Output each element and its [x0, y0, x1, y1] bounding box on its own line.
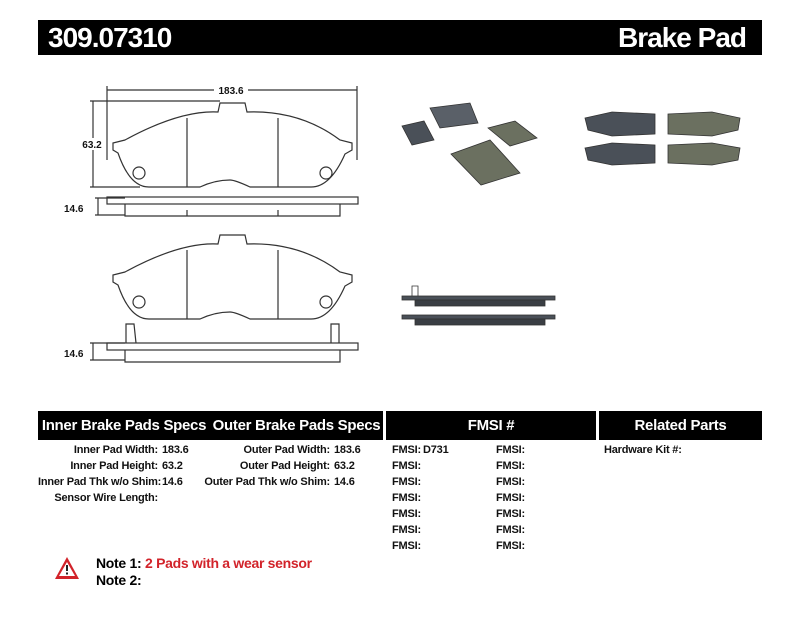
width-dimension: 183.6	[218, 86, 243, 97]
fmsi-value: D731	[423, 444, 449, 456]
outer-spec-value: 183.6	[334, 444, 361, 456]
related-parts-header: Related Parts	[599, 411, 762, 440]
title-bar: 309.07310 Brake Pad	[38, 20, 762, 55]
inner-spec-label: Inner Pad Thk w/o Shim:	[38, 476, 162, 488]
outer-spec-label: Outer Pad Thk w/o Shim:	[204, 476, 330, 488]
fmsi-label: FMSI:	[392, 524, 421, 536]
inner-spec-label: Inner Pad Height:	[70, 460, 158, 472]
inner-pad-side	[106, 196, 359, 205]
technical-drawing: 183.6 63.2 14.6 14.6	[64, 84, 741, 363]
fmsi-label: FMSI:	[392, 540, 421, 552]
height-dimension: 63.2	[82, 140, 102, 151]
note-1-text: 2 Pads with a wear sensor	[145, 555, 312, 571]
outer-spec-label: Outer Pad Width:	[243, 444, 330, 456]
inner-spec-value: 63.2	[162, 460, 183, 472]
related-part-label: Hardware Kit #:	[604, 444, 682, 456]
thickness-dimension-bottom: 14.6	[64, 349, 84, 360]
fmsi-label: FMSI:	[496, 540, 525, 552]
outer-spec-value: 63.2	[334, 460, 355, 472]
fmsi-label: FMSI:	[496, 492, 525, 504]
product-photo-side	[401, 285, 556, 326]
inner-spec-label: Sensor Wire Length:	[54, 492, 158, 504]
fmsi-label: FMSI:	[392, 508, 421, 520]
fmsi-label: FMSI:	[496, 476, 525, 488]
fmsi-label: FMSI:	[392, 476, 421, 488]
fmsi-label: FMSI:	[496, 444, 525, 456]
inner-pad-outline	[112, 102, 353, 188]
inner-spec-label: Inner Pad Width:	[73, 444, 158, 456]
note-1-label: Note 1:	[96, 555, 142, 571]
inner-spec-value: 14.6	[162, 476, 183, 488]
outer-spec-label: Outer Pad Height:	[239, 460, 330, 472]
note-2-label: Note 2:	[96, 572, 142, 588]
fmsi-label: FMSI:	[392, 444, 421, 456]
inner-spec-value: 183.6	[162, 444, 189, 456]
fmsi-header: FMSI #	[386, 411, 596, 440]
outer-spec-value: 14.6	[334, 476, 355, 488]
inner-specs-header: Inner Brake Pads Specs	[38, 411, 210, 440]
product-type: Brake Pad	[618, 22, 747, 53]
fmsi-label: FMSI:	[392, 460, 421, 472]
fmsi-label: FMSI:	[496, 460, 525, 472]
fmsi-label: FMSI:	[392, 492, 421, 504]
outer-pad-side	[106, 342, 359, 351]
thickness-dimension-top: 14.6	[64, 204, 84, 215]
product-photo-flat	[584, 111, 741, 166]
product-photo-angled	[401, 102, 538, 186]
fmsi-label: FMSI:	[496, 524, 525, 536]
outer-specs-header: Outer Brake Pads Specs	[210, 411, 383, 440]
part-number: 309.07310	[48, 22, 172, 53]
warning-triangle-icon	[55, 557, 79, 579]
outer-pad-outline	[112, 234, 353, 320]
fmsi-label: FMSI:	[496, 508, 525, 520]
